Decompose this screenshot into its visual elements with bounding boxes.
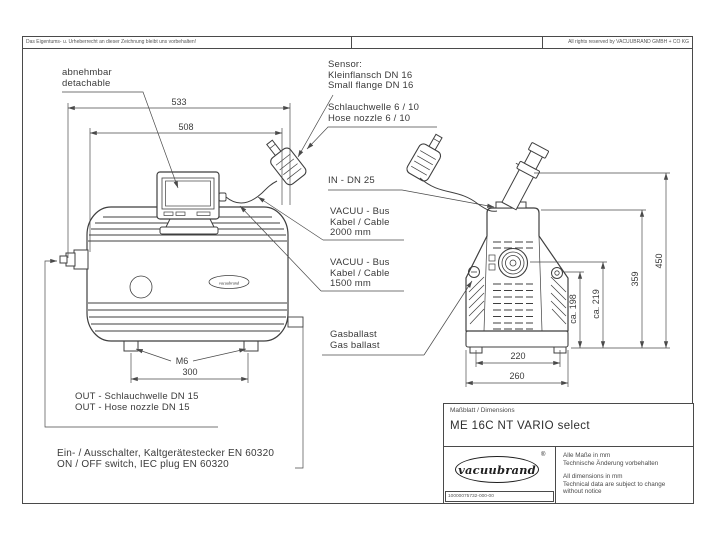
pump-front-view: vacuubrand bbox=[59, 139, 307, 352]
housing-port bbox=[129, 275, 153, 299]
vacuu-bus-cable-right bbox=[419, 177, 498, 212]
leader-hose-nozzle bbox=[306, 126, 437, 150]
dim-ca198: ca. 198 bbox=[568, 294, 578, 324]
sheet-type: Maßblatt / Dimensions bbox=[450, 407, 515, 414]
side-knob bbox=[551, 267, 563, 279]
label-switch: Ein- / Ausschalter, Kaltgerätestecker EN… bbox=[57, 448, 275, 470]
bus-connector bbox=[218, 192, 227, 202]
display-button bbox=[196, 211, 211, 216]
copyright-english: All rights reserved by VACUUBRAND GMBH +… bbox=[542, 36, 693, 49]
leader-gasballast bbox=[423, 280, 473, 356]
label-detachable: abnehmbar detachable bbox=[62, 67, 112, 89]
vacuubrand-logo: vacuubrand bbox=[455, 456, 539, 483]
vacuum-sensor-right bbox=[406, 133, 443, 182]
leader-out bbox=[44, 258, 218, 428]
dim-533: 533 bbox=[171, 97, 186, 107]
gas-ballast-valve bbox=[468, 266, 480, 278]
dim-359: 359 bbox=[630, 271, 640, 286]
controller-display bbox=[156, 171, 227, 235]
end-tower-fins bbox=[493, 241, 533, 330]
leader-sensor bbox=[297, 94, 334, 158]
dim-260: 260 bbox=[509, 371, 524, 381]
brand-badge-text: vacuubrand bbox=[219, 280, 240, 285]
inlet-tube-dn25 bbox=[501, 142, 549, 211]
pump-feet bbox=[123, 340, 259, 352]
label-hose-nozzle: Schlauchwelle 6 / 10 Hose nozzle 6 / 10 bbox=[328, 102, 420, 124]
display-button bbox=[163, 211, 174, 216]
leader-bus2000 bbox=[257, 196, 324, 241]
center-port bbox=[488, 247, 529, 279]
vacuu-bus-cable bbox=[225, 180, 278, 204]
copyright-german: Das Eigentums- u. Urheberrecht an dieser… bbox=[22, 36, 352, 49]
title-block: Maßblatt / Dimensions ME 16C NT VARIO se… bbox=[443, 403, 694, 504]
dim-220: 220 bbox=[510, 351, 525, 361]
label-sensor: Sensor: Kleinflansch DN 16 Small flange … bbox=[328, 59, 414, 91]
dim-ca219: ca. 219 bbox=[591, 289, 601, 319]
title-block-logo-cell: vacuubrand ® 10000075732-000-00 bbox=[444, 447, 556, 503]
label-gasballast: Gasballast Gas ballast bbox=[330, 329, 380, 351]
dim-m6: M6 bbox=[176, 356, 189, 366]
title-block-notes: Alle Maße in mm Technische Änderung vorb… bbox=[563, 452, 666, 495]
vacuum-sensor bbox=[266, 139, 307, 186]
label-out: OUT - Schlauchwelle DN 15 OUT - Hose noz… bbox=[75, 391, 199, 413]
pump-base bbox=[465, 330, 569, 348]
copyright-spacer bbox=[352, 36, 542, 49]
leader-bus1500 bbox=[239, 205, 322, 292]
brand-badge-oval bbox=[208, 275, 250, 289]
title-block-top: Maßblatt / Dimensions ME 16C NT VARIO se… bbox=[444, 404, 693, 447]
model-name: ME 16C NT VARIO select bbox=[450, 420, 591, 432]
end-body-details bbox=[468, 235, 567, 332]
dim-300: 300 bbox=[182, 367, 197, 377]
display-screen bbox=[161, 177, 215, 210]
pump-end-view bbox=[406, 133, 569, 354]
leader-switch bbox=[295, 327, 304, 469]
label-inlet: IN - DN 25 bbox=[328, 175, 375, 186]
dim-450: 450 bbox=[654, 253, 664, 268]
registered-mark: ® bbox=[541, 452, 546, 458]
display-button bbox=[175, 211, 186, 216]
out-hose-nozzle bbox=[59, 249, 89, 270]
dimension-lines bbox=[44, 91, 670, 469]
document-number: 10000075732-000-00 bbox=[445, 491, 554, 502]
leader-m6-right bbox=[192, 348, 247, 362]
leader-inlet bbox=[328, 189, 495, 208]
leader-m6-left bbox=[135, 348, 172, 362]
iec-plug-box bbox=[287, 316, 304, 328]
label-bus-1500: VACUU - Bus Kabel / Cable 1500 mm bbox=[330, 257, 390, 289]
copyright-bar: Das Eigentums- u. Urheberrecht an dieser… bbox=[22, 36, 693, 49]
leader-detachable bbox=[62, 91, 179, 189]
dim-508: 508 bbox=[178, 122, 193, 132]
label-bus-2000: VACUU - Bus Kabel / Cable 2000 mm bbox=[330, 206, 390, 238]
dimension-texts: 533 508 M6 300 220 260 450 359 ca. 219 c… bbox=[171, 97, 664, 381]
